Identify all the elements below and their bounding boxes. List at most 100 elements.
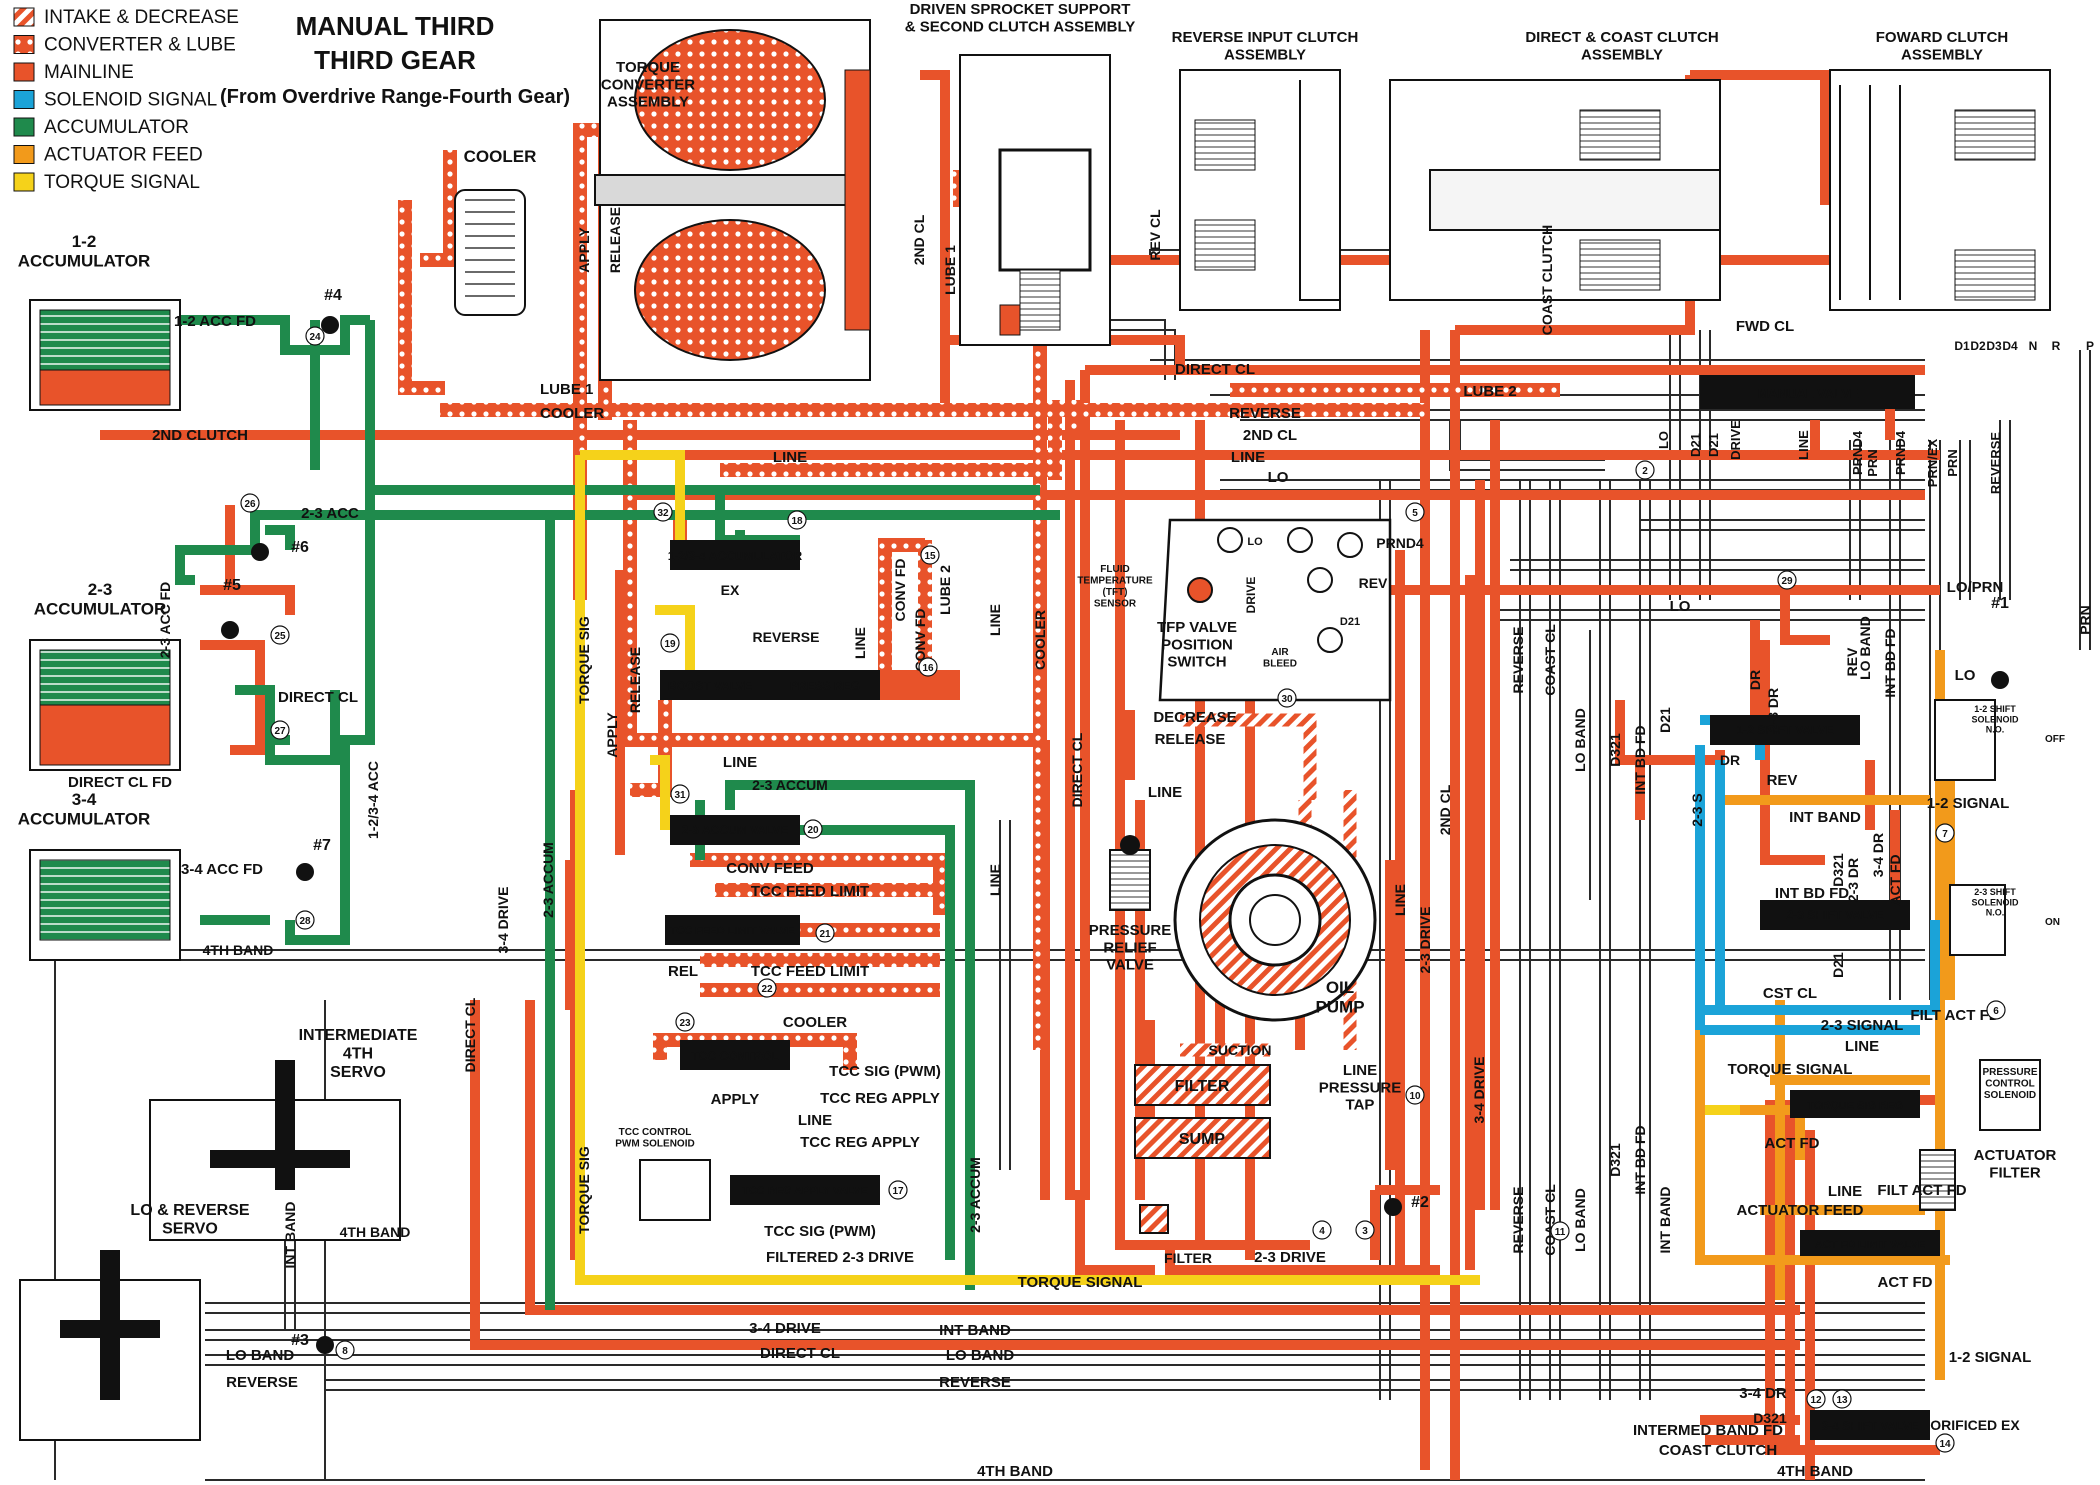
checkball-2	[1384, 1198, 1402, 1216]
passage-reverse-valve: REVERSE	[753, 629, 820, 645]
passage-rev-2: REV	[1767, 772, 1798, 789]
torque-sig-reg-label: TORQUE SIG REG	[1807, 1100, 1903, 1112]
orifice-number: 26	[244, 499, 256, 510]
passage-lube2-v: LUBE 2	[937, 565, 953, 615]
orifice-marker	[1550, 1221, 1570, 1241]
passage-int-band-servo: INT BAND	[282, 1202, 298, 1269]
direct-coast-clutch	[1389, 79, 1721, 301]
passage-prnd4-v: PRND4	[1850, 430, 1865, 475]
orifice-number: 24	[309, 332, 321, 343]
passage-2-3-drive-v: 2-3 DRIVE	[1417, 907, 1433, 974]
orifice-marker	[815, 923, 835, 943]
checkball-4	[321, 316, 339, 334]
passage-tcc-feed-limit-2: TCC FEED LIMIT	[751, 963, 869, 980]
passage-direct-cl-bottom: DIRECT CL	[760, 1345, 840, 1362]
passage-drive-switch: DRIVE	[1244, 577, 1258, 614]
shift-34-label: 3-4 SHIFT VALVE	[1822, 1419, 1919, 1433]
passage-apply-top: APPLY	[576, 227, 592, 273]
passage-int-bd-fd-v3: INT BD FD	[1882, 628, 1898, 697]
passage-direct-cl: DIRECT CL	[1175, 361, 1255, 378]
orifice-number: 3	[1362, 1226, 1368, 1237]
orifice-marker	[653, 502, 673, 522]
legend-swatch	[13, 117, 35, 137]
orifice-marker	[920, 545, 940, 565]
shift-sol-23-state: ON	[2045, 917, 2060, 928]
passage-line-v5: LINE	[1796, 430, 1811, 460]
orifice-number: 23	[679, 1018, 691, 1029]
passage-intermed-band-fd: INTERMED BAND FD	[1633, 1422, 1783, 1439]
passage-torque-sig-v: TORQUE SIG	[576, 616, 592, 704]
passage-reverse-v3: REVERSE	[1988, 432, 2003, 494]
title-line-1: MANUAL THIRD	[296, 11, 495, 41]
passage-int-band: INT BAND	[939, 1322, 1011, 1339]
passage-2-3-drive: 2-3 DRIVE	[1254, 1249, 1326, 1266]
passage-lo-band: LO BAND	[226, 1347, 294, 1364]
passage-tcc-sig-pwm: TCC SIG (PWM)	[829, 1063, 941, 1080]
orifice-marker	[670, 784, 690, 804]
legend-label: CONVERTER & LUBE	[44, 35, 236, 56]
legend-label: INTAKE & DECREASE	[44, 7, 239, 28]
legend-swatch	[13, 90, 35, 109]
manual-position-r: R	[2052, 339, 2061, 353]
passage-lo-2: LO	[1670, 598, 1691, 615]
orifice-marker	[270, 625, 290, 645]
filter-box-label: FILTER	[1175, 1078, 1230, 1095]
passage-line-acc: LINE	[723, 754, 757, 771]
passage-lo-band-v: LO BAND	[1572, 708, 1588, 772]
orifice-marker	[1832, 1389, 1852, 1409]
checkball-label: #4	[324, 287, 342, 304]
passage-conv-fd: CONV FD	[892, 559, 908, 622]
passage-orificed-ex: ORIFICED EX	[1930, 1417, 2020, 1433]
passage-lube2: LUBE 2	[1463, 383, 1516, 400]
passage-act-fd-2: ACT FD	[1878, 1274, 1933, 1291]
passage-tcc-feed-limit: TCC FEED LIMIT	[751, 883, 869, 900]
passage-lo-band-2: LO BAND	[946, 1347, 1014, 1364]
torque-converter	[594, 19, 871, 381]
passage-line-v2: LINE	[987, 604, 1003, 636]
passage-2-3-dr-v: 2-3 DR	[1765, 688, 1781, 732]
orifice-number: 20	[807, 825, 819, 836]
orifice-marker	[918, 657, 938, 677]
passage-4th-band-bottom: 4TH BAND	[977, 1463, 1053, 1480]
passage-d21-v4: D21	[1688, 433, 1703, 457]
passage-coast-clutch-v: COAST CLUTCH	[1539, 225, 1555, 335]
passage-int-bd-fd-v2: INT BD FD	[1632, 1125, 1648, 1194]
passage-dr: DR	[1720, 752, 1740, 768]
orifice-number: 4	[1319, 1226, 1325, 1237]
passage-act-fd: ACT FD	[1765, 1135, 1820, 1152]
orifice-number: 15	[924, 551, 936, 562]
cooler-unit	[454, 189, 526, 316]
passage-release: RELEASE	[1155, 731, 1226, 748]
passage-tcc-reg-apply-2: TCC REG APPLY	[800, 1134, 920, 1151]
passage-prn-v3: PRN	[1945, 449, 1960, 476]
passage-direct-cl-fd: DIRECT CL FD	[68, 774, 172, 791]
tcc-feed-valve-label: TCC FEED LIMIT VALVE	[670, 925, 795, 937]
passage-release-mid: RELEASE	[627, 647, 643, 713]
passage-direct-cl-v2: DIRECT CL	[1069, 732, 1085, 807]
passage-reverse-v: REVERSE	[1510, 627, 1526, 694]
passage-drive-v: DRIVE	[1728, 420, 1743, 460]
checkball-5	[221, 621, 239, 639]
passage-3-4-drive-v: 3-4 DRIVE	[495, 887, 511, 954]
legend-item: SOLENOID SIGNAL	[13, 90, 217, 111]
passage-4th-band-2: 4TH BAND	[340, 1224, 411, 1240]
orifice-number: 16	[922, 663, 934, 674]
passage-line-prv: LINE	[1148, 784, 1182, 801]
orifice-number: 31	[674, 790, 686, 801]
passage-acc-1234: 1-2/3-4 ACC	[365, 761, 381, 839]
passage-apply-mid: APPLY	[604, 712, 620, 758]
legend-label: SOLENOID SIGNAL	[44, 90, 217, 111]
orifice-number: 25	[274, 631, 286, 642]
sump-box-label: SUMP	[1179, 1131, 1226, 1148]
orifice-marker	[1405, 1085, 1425, 1105]
passage-tcc-sig-pwm-2: TCC SIG (PWM)	[764, 1223, 876, 1240]
legend-swatch	[13, 35, 35, 54]
passage-2nd-cl-v: 2ND CL	[911, 214, 927, 265]
manual-position-d1: D1	[1954, 339, 1970, 353]
